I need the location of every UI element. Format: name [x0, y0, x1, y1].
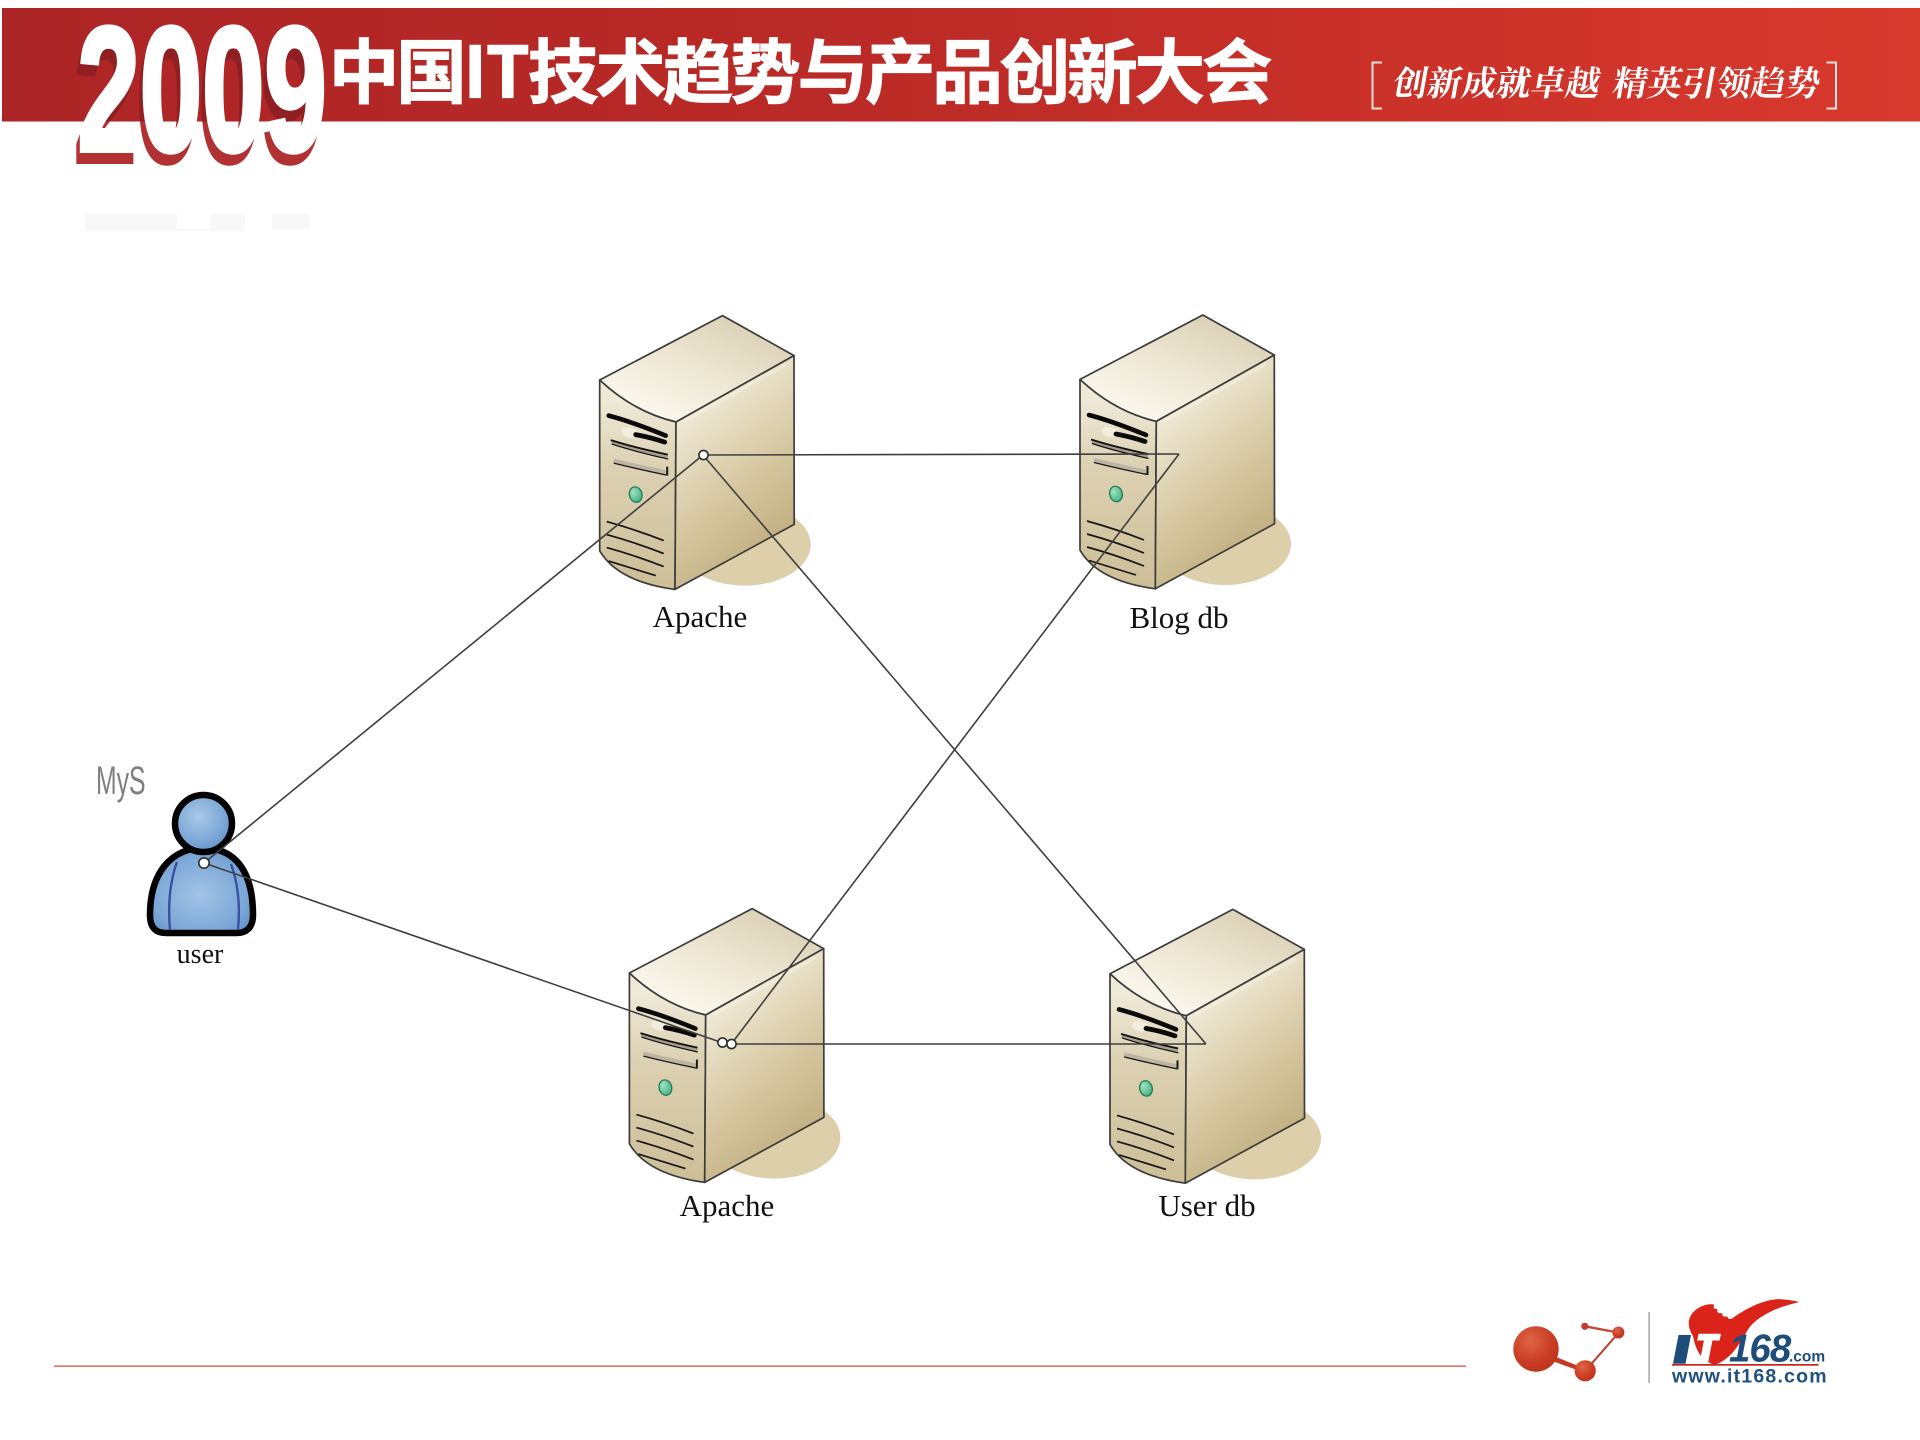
svg-text:2009: 2009 [74, 3, 323, 200]
svg-text:168: 168 [1729, 1328, 1792, 1371]
svg-text:Blog db: Blog db [1129, 600, 1228, 635]
svg-text:www.it168.com: www.it168.com [1671, 1366, 1828, 1388]
svg-text:2009: 2009 [78, 0, 327, 189]
svg-text:2009: 2009 [74, 3, 323, 200]
svg-text:User db: User db [1158, 1188, 1255, 1223]
svg-text:.com: .com [1789, 1349, 1825, 1366]
svg-text:user: user [177, 939, 224, 970]
svg-text:Apache: Apache [680, 1188, 775, 1223]
svg-text:Apache: Apache [653, 599, 748, 634]
svg-text:MyS: MyS [96, 759, 146, 803]
